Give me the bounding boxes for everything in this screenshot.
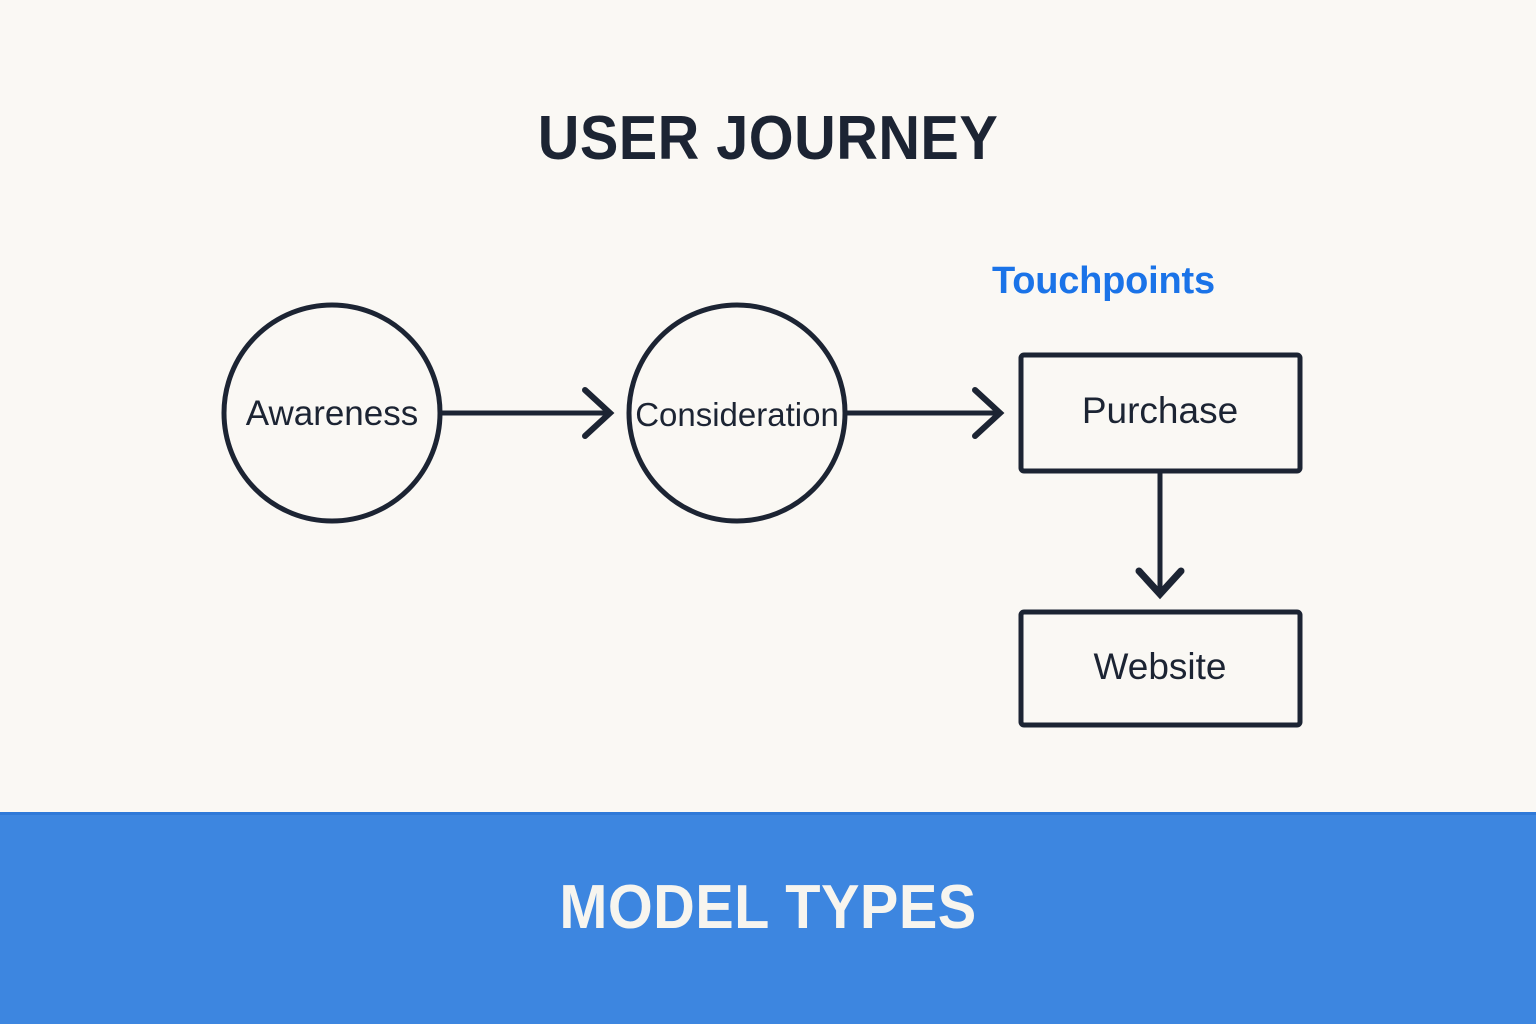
user-journey-diagram: Awareness Consideration Purchase Website…	[221, 260, 1303, 728]
node-consideration-circle[interactable]	[626, 302, 848, 524]
edge-consideration-to-purchase	[846, 387, 1005, 439]
page-title: USER JOURNEY	[537, 104, 999, 173]
node-purchase-label: Purchase	[1081, 390, 1239, 431]
node-website-label: Website	[1093, 646, 1227, 687]
edge-purchase-to-website	[1135, 471, 1185, 600]
node-awareness-label: Awareness	[245, 394, 419, 433]
node-awareness-circle[interactable]	[221, 302, 443, 524]
banner-title: MODEL TYPES	[559, 873, 977, 942]
diagram-svg	[221, 302, 1303, 728]
model-types-banner: MODEL TYPES	[0, 812, 1536, 1024]
node-consideration-label: Consideration	[635, 396, 839, 433]
edge-awareness-to-consideration	[441, 387, 615, 439]
node-website-rect[interactable]	[1018, 609, 1303, 728]
touchpoints-group-label: Touchpoints	[992, 260, 1215, 302]
